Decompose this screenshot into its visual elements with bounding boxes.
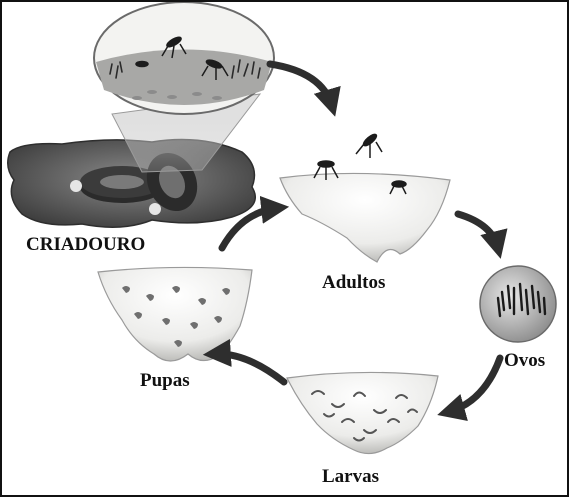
arrow-eggs-to-larvae	[448, 358, 500, 412]
zoom-circle	[94, 2, 274, 114]
arrow-zoom-to-adults	[270, 64, 332, 106]
label-adults: Adultos	[322, 272, 385, 294]
label-breeding-site: CRIADOURO	[26, 234, 145, 256]
arrow-larvae-to-pupae	[214, 354, 284, 382]
pupae-illustration	[98, 267, 252, 361]
adults-illustration	[280, 133, 450, 262]
larvae-illustration	[287, 372, 438, 453]
label-pupae: Pupas	[140, 370, 190, 392]
eggs-illustration	[480, 266, 556, 342]
arrow-adults-to-eggs	[458, 214, 498, 248]
label-larvae: Larvas	[322, 466, 379, 488]
label-eggs: Ovos	[504, 350, 545, 372]
